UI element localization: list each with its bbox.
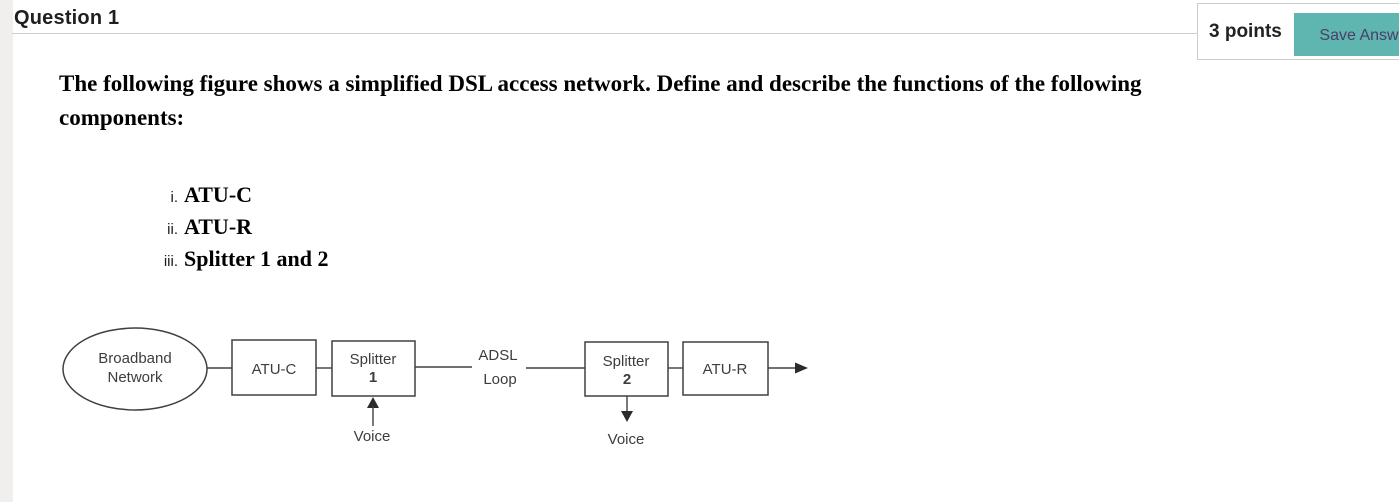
save-answer-button[interactable]: Save Answ (1294, 13, 1399, 56)
voice-right-label: Voice (608, 431, 645, 448)
atu-r-label: ATU-R (703, 361, 748, 378)
right-arrowhead-icon (795, 362, 808, 374)
question-title: Question 1 (14, 7, 120, 29)
adsl-loop-label-line2: Loop (483, 371, 516, 388)
splitter2-label: Splitter (603, 353, 650, 370)
question-text-line-2: components: (59, 105, 185, 130)
list-item-label: Splitter 1 and 2 (184, 246, 329, 271)
list-item-label: ATU-C (184, 182, 253, 207)
splitter1-box (331, 340, 416, 397)
voice-left-label: Voice (354, 428, 391, 445)
list-item-marker: iii. (163, 253, 178, 270)
points-box: 3 points Save Answ (1197, 3, 1399, 60)
broadband-label-line1: Broadband (98, 350, 171, 367)
header-divider (12, 33, 1197, 34)
splitter1-number: 1 (369, 369, 377, 386)
broadband-network-ellipse (62, 327, 208, 411)
adsl-loop-label-line1: ADSL (478, 347, 517, 364)
dsl-network-diagram: Broadband Network ATU-C Splitter 1 ADSL … (62, 327, 808, 448)
list-item: iii. Splitter 1 and 2 (0, 244, 329, 276)
down-arrowhead-icon (621, 411, 633, 422)
page-left-gutter (0, 0, 13, 502)
list-item-marker: i. (170, 189, 179, 206)
splitter1-label: Splitter (350, 351, 397, 368)
up-arrowhead-icon (367, 397, 379, 408)
atu-c-label: ATU-C (252, 361, 297, 378)
list-item: ii. ATU-R (0, 212, 328, 244)
points-label: 3 points (1209, 20, 1282, 42)
list-item: i. ATU-C (0, 180, 328, 212)
question-text-line-1: The following figure shows a simplified … (59, 71, 1142, 96)
list-item-marker: ii. (167, 221, 178, 238)
list-item-label: ATU-R (184, 214, 253, 239)
component-list: i. ATU-C ii. ATU-R iii. Splitter 1 and 2 (0, 180, 329, 276)
splitter2-number: 2 (623, 371, 631, 388)
broadband-label-line2: Network (107, 369, 163, 386)
question-text: The following figure shows a simplified … (59, 67, 1389, 135)
